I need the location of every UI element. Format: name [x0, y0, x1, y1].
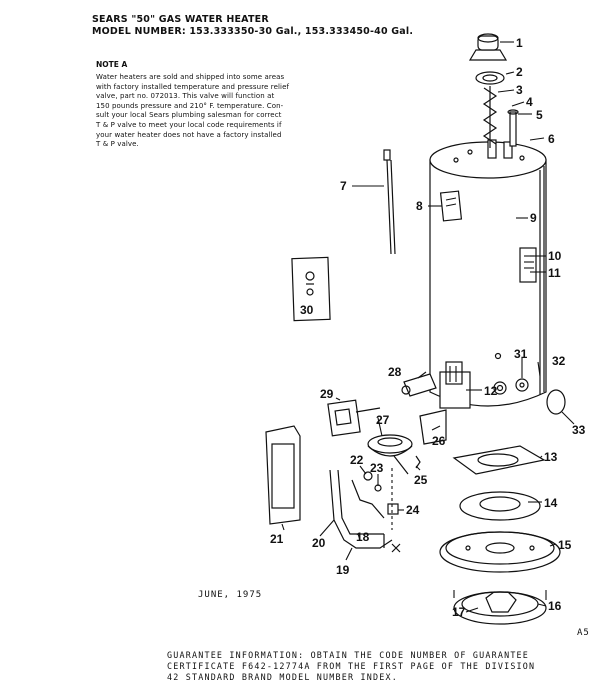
note-line: valve, part no. 072013. This valve will …	[96, 92, 275, 101]
note-line: 150 pounds pressure and 210° F. temperat…	[96, 101, 284, 110]
draft-hood	[468, 33, 508, 61]
part-number-28: 28	[388, 365, 402, 379]
guarantee-line: GUARANTEE INFORMATION: OBTAIN THE CODE N…	[167, 650, 530, 660]
part-number-23: 23	[370, 461, 384, 475]
water-heater-tank	[429, 139, 547, 409]
note-line: T & P valve.	[96, 140, 139, 149]
part-number-6: 6	[548, 132, 555, 146]
note-body: Water heaters are sold and shipped into …	[96, 73, 342, 150]
outer-door	[265, 425, 301, 525]
part-number-32: 32	[552, 354, 566, 368]
burner	[367, 434, 413, 475]
part-number-24: 24	[406, 503, 420, 517]
part-number-17: 17	[452, 605, 466, 619]
part-labels: 1 2 3 4 5 6 7 8 9 10 11 12 13 14 15 16 1…	[270, 36, 586, 619]
note-line: your water heater does not have a factor…	[96, 130, 282, 139]
part-number-31: 31	[514, 347, 528, 361]
part-number-15: 15	[558, 538, 572, 552]
note-a: NOTE A Water heaters are sold and shippe…	[96, 60, 342, 150]
part-number-10: 10	[548, 249, 562, 263]
part-number-27: 27	[376, 413, 390, 427]
guarantee-line: 42 STANDARD BRAND MODEL NUMBER INDEX.	[167, 672, 398, 682]
pilot-tubing	[329, 469, 393, 549]
flue-collar	[475, 71, 505, 85]
note-line: T & P valve to meet your local code requ…	[96, 120, 282, 129]
base-ring-13	[452, 445, 546, 475]
dip-tube	[383, 149, 396, 255]
part-number-29: 29	[320, 387, 334, 401]
base-ring-14	[459, 491, 541, 521]
part-number-9: 9	[530, 211, 537, 225]
guarantee-information: GUARANTEE INFORMATION: OBTAIN THE CODE N…	[167, 650, 535, 683]
note-line: sult your local Sears plumbing salesman …	[96, 111, 282, 120]
part-number-33: 33	[572, 423, 586, 437]
part-number-5: 5	[536, 108, 543, 122]
flue-baffle	[482, 86, 498, 148]
part-number-22: 22	[350, 453, 364, 467]
base-stand-16	[453, 591, 547, 625]
cap-32	[546, 389, 566, 415]
anode-rod	[507, 109, 519, 147]
note-line: Water heaters are sold and shipped into …	[96, 73, 285, 81]
part-number-16: 16	[548, 599, 562, 613]
note-heading: NOTE A	[96, 60, 128, 69]
part-number-19: 19	[336, 563, 350, 577]
thermostat	[327, 399, 381, 437]
part-number-14: 14	[544, 496, 558, 510]
part-number-25: 25	[414, 473, 428, 487]
part-number-2: 2	[516, 65, 523, 79]
header: SEARS "50" GAS WATER HEATER MODEL NUMBER…	[92, 14, 413, 38]
gas-valve	[401, 373, 437, 397]
leader-lines	[281, 41, 557, 613]
part-number-13: 13	[544, 450, 558, 464]
part-number-1: 1	[516, 36, 523, 50]
part-number-12: 12	[484, 384, 498, 398]
diagram-title: SEARS "50" GAS WATER HEATER	[92, 14, 269, 25]
page-number: A5	[577, 628, 590, 638]
issue-date: JUNE, 1975	[198, 590, 263, 600]
part-number-30: 30	[300, 303, 314, 317]
guarantee-line: CERTIFICATE F642-12774A FROM THE FIRST P…	[167, 661, 536, 671]
part-number-21: 21	[270, 532, 284, 546]
spring-25	[415, 455, 421, 469]
model-number: MODEL NUMBER: 153.333350-30 Gal., 153.33…	[92, 26, 414, 37]
base-pan-15	[439, 531, 561, 573]
part-number-11: 11	[548, 266, 561, 280]
inner-door	[419, 409, 447, 445]
part-number-3: 3	[516, 83, 523, 97]
part-number-18: 18	[356, 530, 370, 544]
pilot-burner	[363, 471, 401, 553]
part-number-7: 7	[340, 179, 347, 193]
part-number-8: 8	[416, 199, 423, 213]
part-number-26: 26	[432, 434, 446, 448]
parts-bag-30	[291, 256, 331, 322]
part-number-20: 20	[312, 536, 326, 550]
drain-valve-31	[515, 378, 529, 392]
note-line: with factory installed temperature and p…	[96, 82, 290, 91]
part-number-4: 4	[526, 95, 533, 109]
